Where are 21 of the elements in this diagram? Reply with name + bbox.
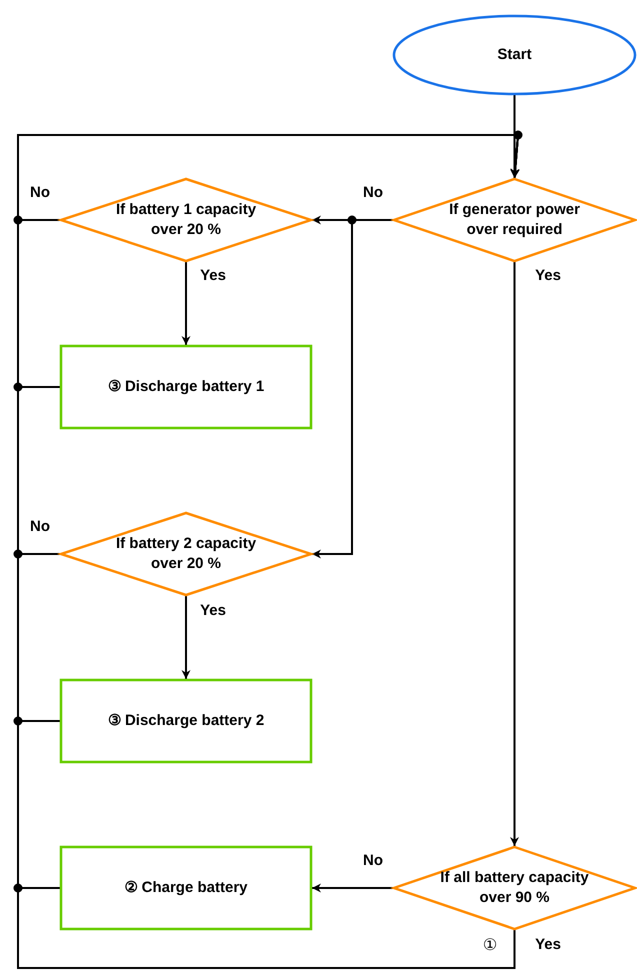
arrow	[510, 95, 519, 178]
arrow	[182, 596, 190, 679]
node-text: If generator power over required	[448, 200, 581, 240]
arrow	[182, 262, 190, 345]
decision-diamond	[393, 846, 636, 930]
node-text: ③ Discharge battery 2	[108, 711, 264, 731]
decision-diamond	[60, 512, 312, 596]
start-ellipse	[393, 15, 636, 95]
process-box	[60, 679, 312, 763]
process-box	[60, 345, 312, 429]
node-text: ③ Discharge battery 1	[108, 377, 264, 397]
arrow	[312, 884, 393, 892]
decision-diamond	[393, 178, 636, 262]
decision-diamond	[60, 178, 312, 262]
node-text: Start	[497, 45, 532, 65]
node-text: If all battery capacity over 90 %	[439, 868, 590, 908]
process-box	[60, 846, 312, 930]
node-text: If battery 2 capacity over 20 %	[114, 534, 258, 574]
node-text: If battery 1 capacity over 20 %	[114, 200, 258, 240]
node-text: ② Charge battery	[124, 878, 248, 898]
arrow	[510, 262, 519, 846]
